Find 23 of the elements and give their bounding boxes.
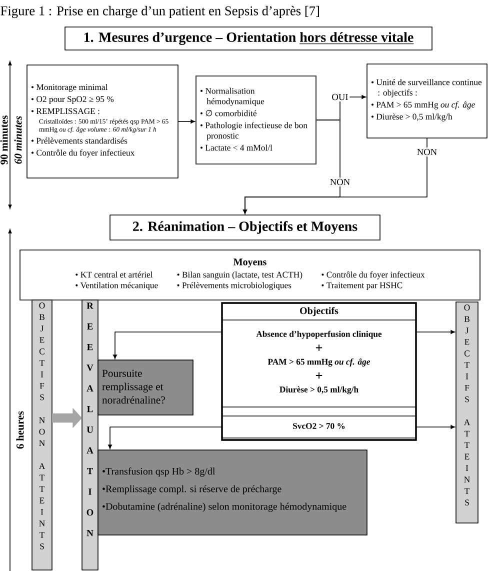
time-label: 90 minutes xyxy=(0,116,8,164)
vertical-bar: OBJECTIFS NON ATTEINTS xyxy=(32,300,52,570)
means-box: Moyens • KT central et artériel • Bilan sanguin (lactate, test ACTH) • Contrôle du foyer infectieux • Ventilation mécanique • Prélèvements microbiologiques • Traitement par HSHC xyxy=(20,250,480,300)
vertical-bar: REEVALUATION xyxy=(82,300,98,570)
criteria-box: SvcO2 > 70 % xyxy=(222,416,416,438)
edge-label: NON xyxy=(328,178,352,186)
heading-box: 1. Mesures d’urgence – Orientation hors détresse vitale xyxy=(64,26,432,50)
arrow xyxy=(113,332,222,359)
action-box: •Transfusion qsp Hb > 8g/dl •Remplissage compl. si réserve de précharge •Dobutamine (adrénaline) selon monitorage hémodynamique xyxy=(98,450,368,536)
arrow xyxy=(178,120,195,124)
arrow xyxy=(416,425,455,429)
criteria-box: Absence d’hypoperfusion clinique + PAM > 65 mmHg ou cf. âge + Diurèse > 0,5 ml/kg/h xyxy=(222,320,416,408)
arrow xyxy=(416,330,455,334)
edge-label: OUI xyxy=(330,92,350,102)
arrow xyxy=(243,138,428,214)
info-box: • Normalisation hémodynamique • ∅ comorbidité • Pathologie infectieuse de bon pronostic • Lactate < 4 mMol/l xyxy=(196,76,316,164)
action-box: Poursuite remplissage et noradrénaline? xyxy=(98,360,194,416)
arrow xyxy=(108,426,222,449)
info-box: • Unité de surveillance continue : objectifs : • PAM > 65 mmHg ou cf. âge • Diurèse > 0,5 ml/kg/h xyxy=(366,64,488,138)
heading-box: 2. Réanimation – Objectifs et Moyens xyxy=(110,214,380,240)
edge-label: NON xyxy=(416,148,438,156)
vertical-bar: OBJECTIFS ATTEINTS xyxy=(456,302,478,524)
caption-text: Figure 1 : Prise en charge d’un patient en Sepsis d’après [7] xyxy=(0,6,319,18)
